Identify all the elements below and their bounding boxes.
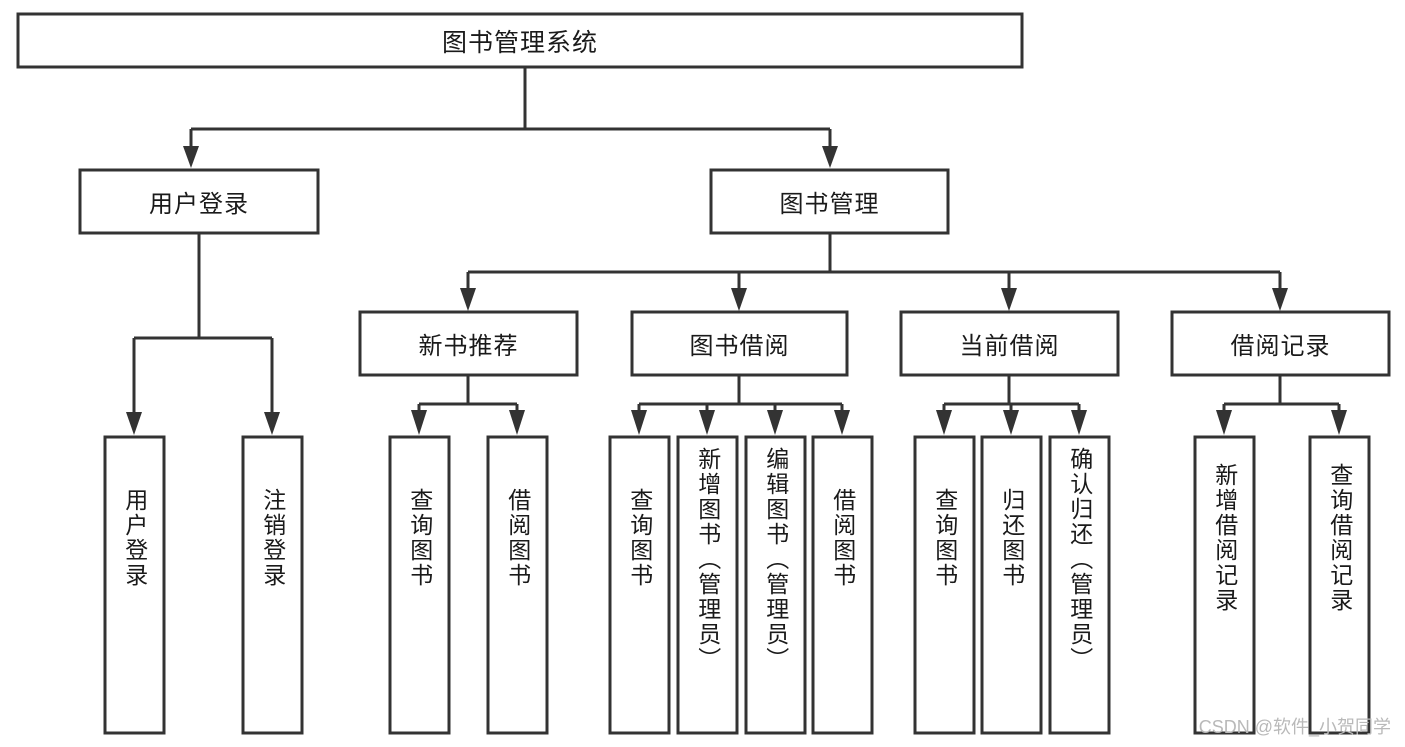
- node-box-book-manage[interactable]: [709, 168, 950, 235]
- node-box-user-login[interactable]: [78, 168, 320, 235]
- arrow-head-icon: [1001, 288, 1017, 311]
- node-box-leaf-add-record[interactable]: [1193, 435, 1256, 735]
- connector-current-borrow-to-leaves: [936, 375, 1087, 435]
- node-box-current-borrow[interactable]: [899, 310, 1120, 377]
- node-box-leaf-query-book-1[interactable]: [388, 435, 451, 735]
- node-box-leaf-confirm-return[interactable]: [1048, 435, 1111, 735]
- node-box-leaf-logout-login[interactable]: [241, 435, 304, 735]
- node-box-leaf-edit-book[interactable]: [744, 435, 807, 735]
- arrow-head-icon: [264, 412, 280, 435]
- node-box-leaf-add-book[interactable]: [676, 435, 739, 735]
- connector-new-book-recommend-to-leaves: [411, 375, 525, 435]
- arrow-head-icon: [1216, 410, 1232, 435]
- arrow-head-icon: [1003, 410, 1019, 435]
- arrow-head-icon: [631, 410, 647, 435]
- node-box-leaf-borrow-book-2[interactable]: [811, 435, 874, 735]
- arrow-head-icon: [411, 410, 427, 435]
- node-box-leaf-borrow-book-1[interactable]: [486, 435, 549, 735]
- connector-root-to-level1: [183, 67, 838, 168]
- arrow-head-icon: [183, 146, 199, 168]
- connector-borrow-record-to-leaves: [1216, 375, 1347, 435]
- arrow-head-icon: [1071, 410, 1087, 435]
- arrow-head-icon: [699, 410, 715, 435]
- node-box-new-book-recommend[interactable]: [358, 310, 579, 377]
- node-box-book-borrow[interactable]: [630, 310, 849, 377]
- arrow-head-icon: [1272, 288, 1288, 311]
- connector-book-borrow-to-leaves: [631, 375, 850, 435]
- connector-book-manage-to-level2: [460, 233, 1288, 311]
- arrow-head-icon: [834, 410, 850, 435]
- arrow-head-icon: [1331, 410, 1347, 435]
- node-box-root[interactable]: [16, 12, 1024, 69]
- arrow-head-icon: [767, 410, 783, 435]
- arrow-head-icon: [126, 412, 142, 435]
- arrow-head-icon: [731, 288, 747, 311]
- arrow-head-icon: [460, 288, 476, 311]
- node-box-leaf-return-book[interactable]: [980, 435, 1043, 735]
- arrow-head-icon: [509, 410, 525, 435]
- node-box-borrow-record[interactable]: [1170, 310, 1391, 377]
- arrow-head-icon: [822, 146, 838, 168]
- connector-user-login-to-leaves: [126, 233, 280, 435]
- node-box-leaf-user-login[interactable]: [103, 435, 166, 735]
- node-box-leaf-query-book-2[interactable]: [608, 435, 671, 735]
- node-box-leaf-query-book-3[interactable]: [913, 435, 976, 735]
- arrow-head-icon: [936, 410, 952, 435]
- node-box-leaf-query-record[interactable]: [1308, 435, 1371, 735]
